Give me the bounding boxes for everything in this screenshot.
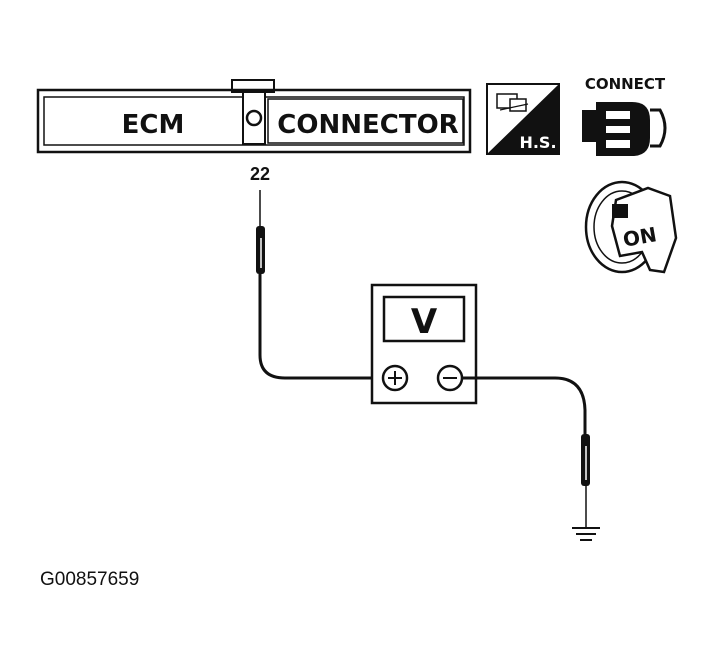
positive-lead xyxy=(256,190,383,380)
connect-icon: CONNECT xyxy=(582,75,667,156)
meter-display-label: V xyxy=(411,302,438,342)
hs-label: H.S. xyxy=(519,133,556,152)
negative-lead xyxy=(462,376,590,528)
connect-label: CONNECT xyxy=(585,75,666,93)
ecm-connector: ECM CONNECTOR xyxy=(36,79,472,154)
ground-symbol xyxy=(572,527,600,541)
ignition-on-label: ON xyxy=(621,222,658,251)
pin-22-terminal xyxy=(245,109,263,127)
ecm-label: ECM xyxy=(122,110,185,140)
voltmeter: V xyxy=(370,283,478,405)
figure-id: G00857659 xyxy=(40,569,139,590)
ignition-key-icon: ON xyxy=(584,180,678,274)
pin-number: 22 xyxy=(250,164,270,184)
connector-label: CONNECTOR xyxy=(277,110,458,140)
hs-icon: H.S. xyxy=(486,83,560,155)
meter-display xyxy=(382,295,466,343)
